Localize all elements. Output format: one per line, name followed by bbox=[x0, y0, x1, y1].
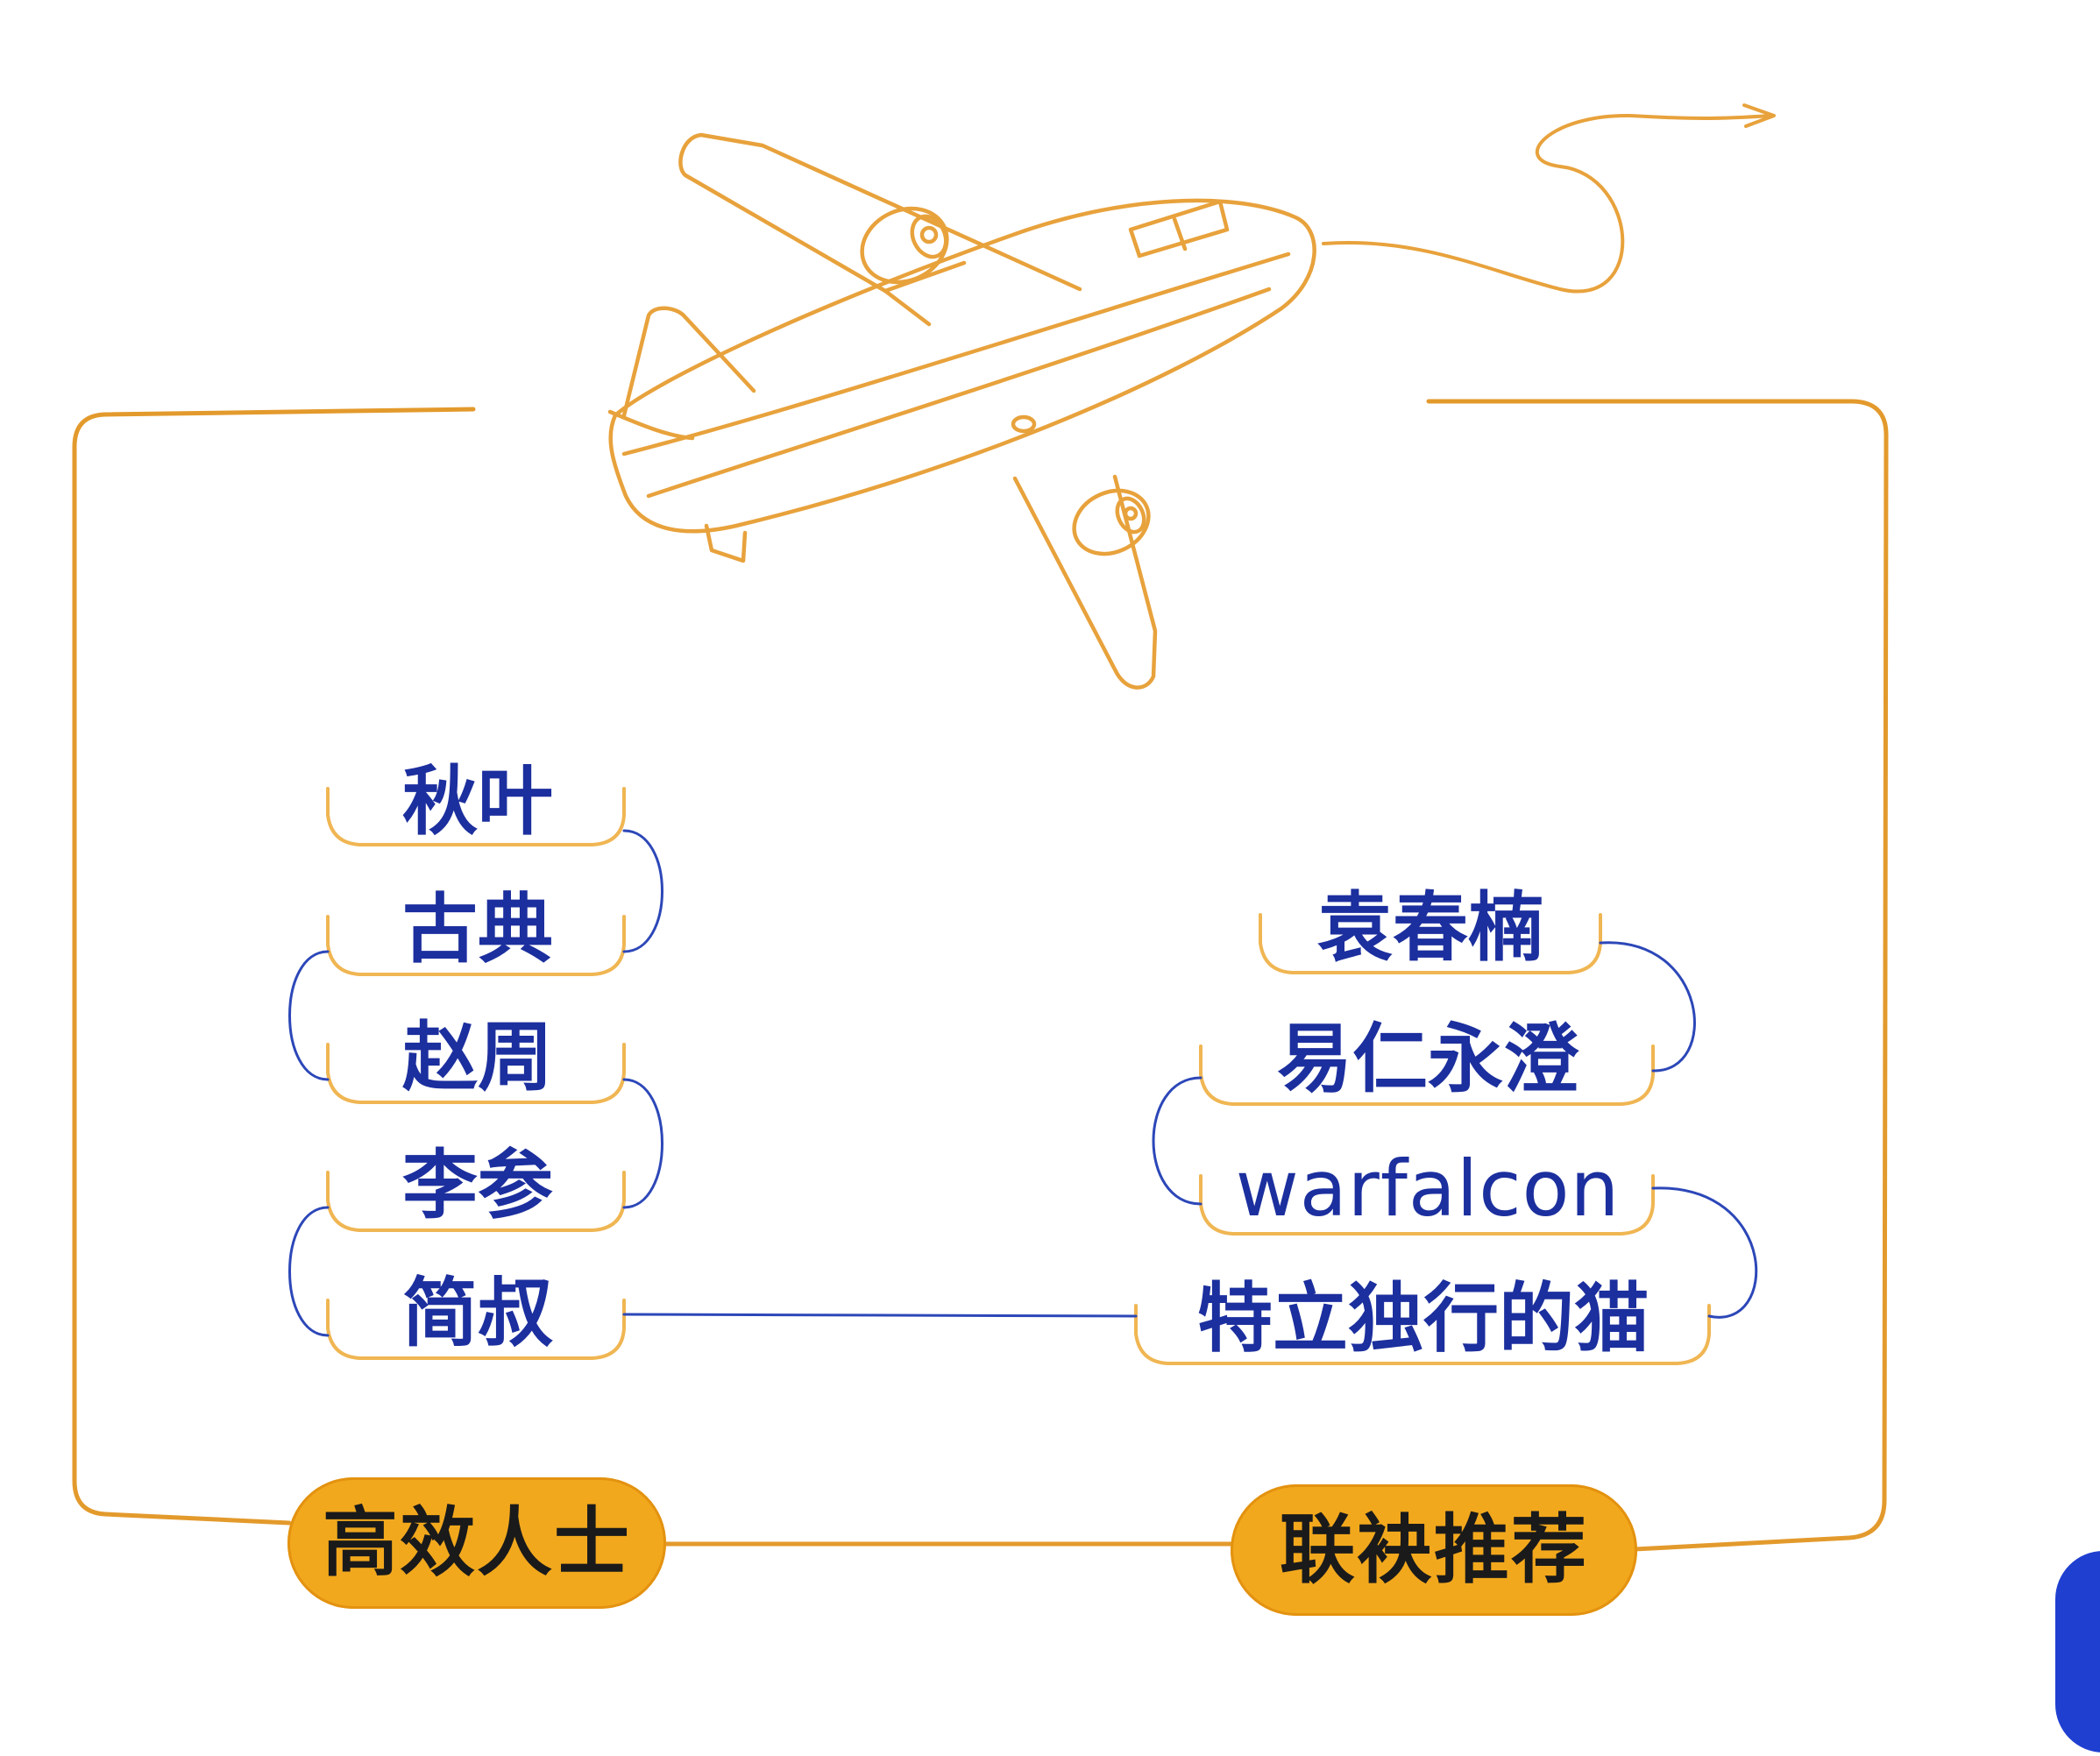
bracket-warfalcon bbox=[1199, 1174, 1655, 1236]
name-warfalcon: warfalcon bbox=[1235, 1144, 1621, 1234]
link-left-2 bbox=[288, 950, 330, 1081]
bracket-gudian bbox=[326, 915, 626, 976]
link-right-3 bbox=[1651, 1186, 1758, 1319]
bracket-yirenyongcheng bbox=[1199, 1044, 1655, 1106]
blue-tab-decoration bbox=[2055, 1551, 2100, 1752]
airplane-icon bbox=[607, 132, 1316, 690]
name-gudian: 古典 bbox=[402, 886, 553, 974]
frame-left bbox=[72, 407, 476, 1526]
link-left-4 bbox=[288, 1206, 330, 1337]
bracket-qiuye bbox=[326, 787, 626, 846]
bracket-yuanchunnan bbox=[1259, 913, 1602, 974]
name-qiuye: 秋叶 bbox=[402, 758, 553, 846]
link-right-1 bbox=[1599, 941, 1696, 1073]
link-middle bbox=[622, 1313, 1138, 1318]
name-yuanchunnan: 袁春楠 bbox=[1317, 884, 1543, 972]
bracket-zhaozhou bbox=[326, 1043, 626, 1104]
bracket-telidu bbox=[1134, 1304, 1711, 1365]
bracket-jianshu bbox=[326, 1299, 626, 1360]
bracket-lican bbox=[326, 1171, 626, 1232]
frame-right bbox=[1426, 399, 1889, 1552]
flight-path-arrow-icon bbox=[1322, 103, 1776, 294]
label-efficient-people: 高效人士 bbox=[287, 1477, 666, 1609]
link-left-3 bbox=[622, 1078, 663, 1209]
name-jianshu: 简叔 bbox=[402, 1270, 553, 1357]
name-telidudexingdemao: 特立独行的猫 bbox=[1197, 1275, 1649, 1363]
link-left-1 bbox=[622, 829, 663, 953]
link-right-2 bbox=[1152, 1076, 1203, 1206]
name-zhaozhou: 赵周 bbox=[402, 1014, 553, 1101]
name-lican: 李参 bbox=[402, 1142, 553, 1229]
name-yirenyongcheng: 易仁永澄 bbox=[1277, 1016, 1579, 1103]
label-joint-recommendation: 联袂推荐 bbox=[1231, 1484, 1637, 1616]
